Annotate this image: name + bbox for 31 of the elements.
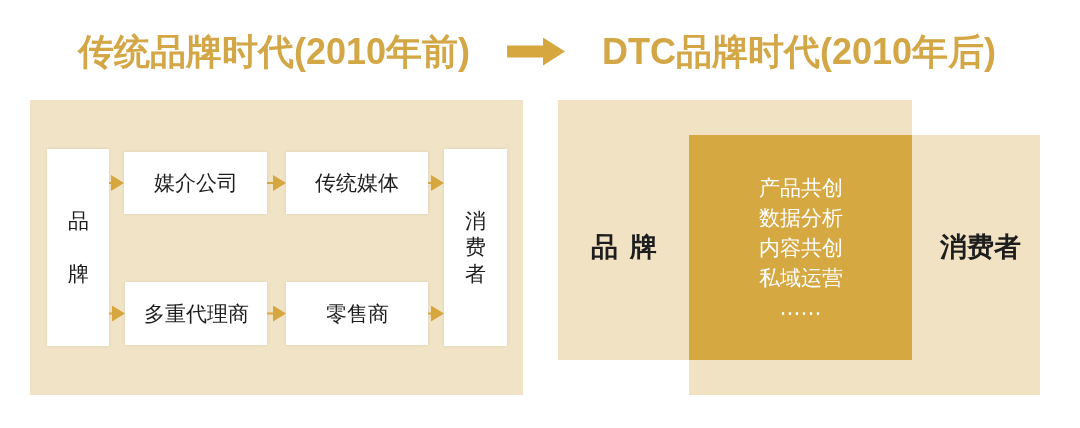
flow-box (124, 152, 267, 214)
flow-box (444, 149, 507, 346)
square-label: 品牌 (589, 231, 670, 263)
arrow (266, 175, 286, 191)
flow-box (125, 282, 267, 345)
practice-item: 内容共创 (758, 235, 843, 262)
practice-item: 私域运营 (758, 265, 843, 292)
box-label: 媒介公司 (153, 170, 238, 196)
practice-item: …… (779, 295, 822, 322)
section-title: 传统品牌时代(2010年前) (78, 30, 471, 73)
box-label: 消费者 (465, 207, 486, 288)
overlap-square (689, 135, 912, 360)
consumer-square (689, 135, 1040, 395)
practice-item: 数据分析 (758, 205, 843, 232)
block-arrow (507, 37, 565, 66)
flow-box (286, 282, 428, 345)
flow-box (47, 149, 109, 346)
box-label: 零售商 (325, 300, 389, 327)
arrow (427, 175, 444, 191)
arrow (108, 175, 124, 191)
box-label: 多重代理商 (143, 300, 249, 327)
section-title: DTC品牌时代(2010年后) (602, 30, 997, 73)
flow-box (286, 152, 428, 214)
practice-item: 产品共创 (758, 175, 843, 202)
arrow (108, 305, 125, 322)
box-label: 传统媒体 (315, 170, 399, 196)
square-label: 消费者 (939, 231, 1021, 263)
panel-background (30, 100, 523, 395)
box-label: 品牌 (67, 207, 89, 288)
arrow (427, 305, 444, 322)
arrow (266, 305, 286, 322)
